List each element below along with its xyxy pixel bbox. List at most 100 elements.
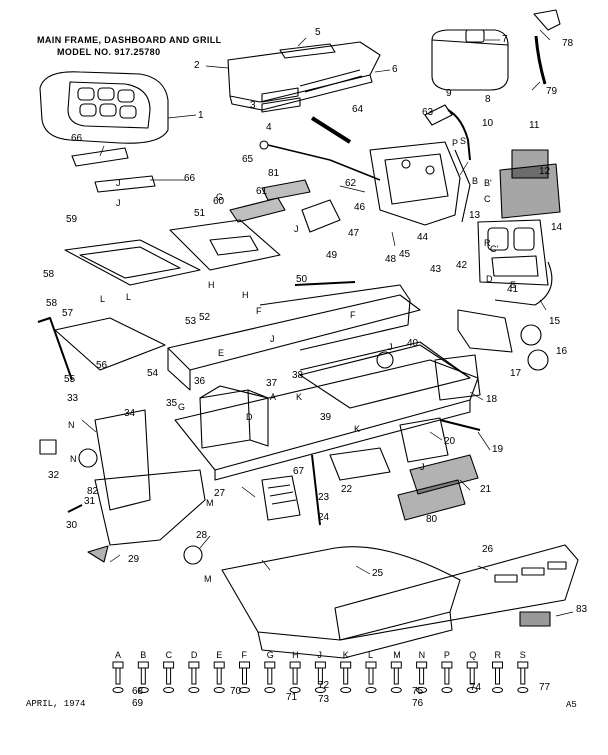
part-label-83	[519, 611, 551, 627]
part-dashboard-panel	[369, 141, 471, 226]
part-hose-79	[534, 35, 547, 85]
washer-icon	[213, 687, 225, 693]
part-grill-screens	[499, 149, 561, 219]
callout-78: 78	[562, 38, 574, 49]
hardware-R: R	[492, 650, 503, 693]
letter-mark-19: F	[350, 310, 356, 320]
part-cover-46	[301, 199, 341, 233]
callout-64: 64	[352, 104, 364, 115]
hardware-letter-Q: Q	[469, 650, 476, 660]
part-bar-19	[439, 419, 481, 431]
part-switch-32	[39, 439, 57, 455]
bolt-icon	[517, 661, 529, 685]
callout-55: 55	[64, 374, 76, 385]
hardware-G: G	[264, 650, 276, 693]
callout-81: 81	[268, 168, 280, 179]
callout-10: 10	[482, 118, 494, 129]
callout-20: 20	[444, 436, 456, 447]
callout-44: 44	[417, 232, 429, 243]
washer-icon	[314, 687, 326, 693]
callout-24: 24	[318, 512, 330, 523]
hardware-letter-C: C	[166, 650, 173, 660]
letter-mark-26: N	[70, 454, 77, 464]
part-headlight-lower	[527, 349, 549, 371]
callout-56: 56	[96, 360, 108, 371]
callout-30: 30	[66, 520, 78, 531]
washer-icon	[340, 687, 352, 693]
letter-mark-5: F	[256, 306, 262, 316]
part-plate-29	[87, 545, 109, 563]
part-pad-61	[229, 197, 286, 223]
part-floor-plate-40	[299, 344, 471, 409]
callout-50: 50	[296, 274, 308, 285]
hardware-A: A	[112, 650, 124, 693]
footer-date: APRIL, 1974	[26, 699, 86, 709]
part-lower-grill-17	[457, 309, 513, 353]
part-main-frame	[167, 294, 479, 481]
callout-31: 31	[84, 496, 96, 507]
letter-mark-0: A	[270, 392, 276, 402]
hardware-K: K	[340, 650, 352, 693]
hardware-Q: Q	[466, 650, 478, 693]
callout-41: 41	[507, 284, 519, 295]
letter-mark-23: G	[178, 402, 185, 412]
callout-29: 29	[128, 554, 140, 565]
washer-icon	[492, 687, 503, 693]
callout-43: 43	[430, 264, 442, 275]
hardware-letter-G: G	[267, 650, 274, 660]
callout-73: 73	[318, 694, 330, 705]
hardware-J: J	[314, 650, 326, 693]
callout-59: 59	[66, 214, 78, 225]
hardware-letter-E: E	[216, 650, 222, 660]
callout-35: 35	[166, 398, 178, 409]
washer-icon	[416, 687, 428, 693]
letter-mark-11: M	[206, 498, 214, 508]
callout-58b: 58	[46, 298, 58, 309]
callout-11: 11	[529, 120, 540, 131]
part-knob-65	[259, 140, 269, 150]
hardware-letter-H: H	[292, 650, 299, 660]
part-tray-22	[329, 447, 391, 481]
hardware-E: E	[213, 650, 225, 693]
callout-34: 34	[124, 408, 136, 419]
part-platform-60	[169, 219, 281, 271]
letter-mark-14: R	[484, 238, 491, 248]
bolt-icon	[163, 661, 175, 685]
part-plate-20	[399, 417, 449, 463]
hardware-letter-P: P	[444, 650, 450, 660]
part-battery	[199, 385, 269, 449]
washer-icon	[163, 687, 175, 693]
hardware-F: F	[239, 650, 250, 693]
callout-13: 13	[469, 210, 481, 221]
footer-page: A5	[566, 700, 577, 710]
callout-19: 19	[492, 444, 504, 455]
diagram-title: MAIN FRAME, DASHBOARD AND GRILL	[37, 35, 222, 45]
hardware-letter-K: K	[343, 650, 349, 660]
hardware-letter-B: B	[140, 650, 146, 660]
part-spindle-28a	[78, 448, 98, 468]
bolt-icon	[390, 661, 402, 685]
callout-47: 47	[348, 228, 360, 239]
washer-icon	[188, 687, 200, 693]
hardware-letter-S: S	[520, 650, 526, 660]
callout-32: 32	[48, 470, 60, 481]
part-bracket-78	[533, 9, 561, 31]
callout-16: 16	[556, 346, 568, 357]
hardware-B: B	[137, 650, 149, 693]
hardware-P: P	[441, 650, 453, 693]
letter-mark-24: D	[246, 412, 253, 422]
callout-48: 48	[385, 254, 397, 265]
part-handle-64	[310, 116, 352, 144]
callout-60: 60	[213, 196, 225, 207]
bolt-icon	[365, 661, 377, 685]
callout-2: 2	[194, 60, 200, 71]
hardware-letter-N: N	[419, 650, 426, 660]
bolt-icon	[492, 661, 503, 685]
washer-icon	[441, 687, 453, 693]
hardware-L: L	[365, 650, 377, 693]
letter-mark-22: J	[420, 462, 425, 472]
callout-77: 77	[539, 682, 551, 693]
bolt-icon	[264, 661, 276, 685]
hardware-S: S	[517, 650, 529, 693]
